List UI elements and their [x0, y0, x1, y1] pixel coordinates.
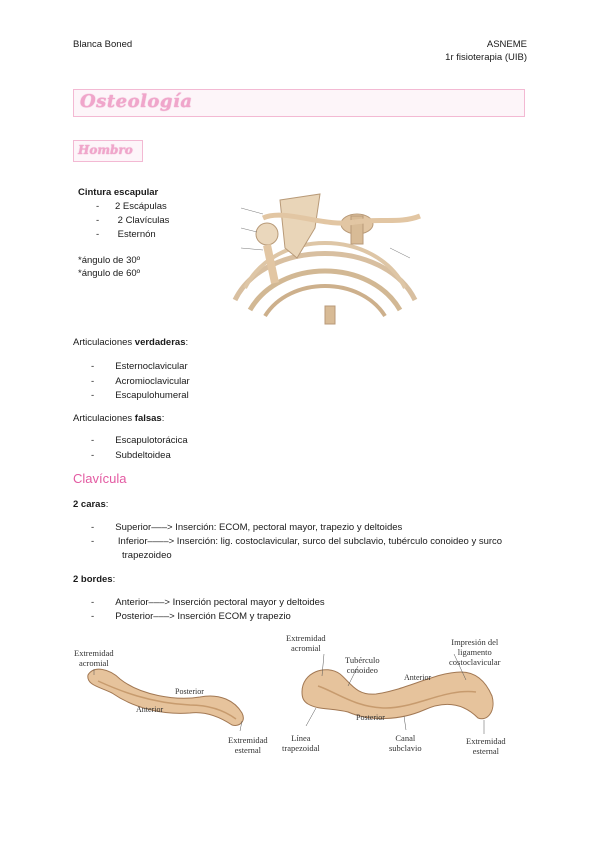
- verdaderas-item-1: - Esternoclavicular: [91, 361, 188, 372]
- clavicula-heading: Clavícula: [73, 471, 127, 486]
- header-author: Blanca Boned: [73, 39, 133, 50]
- cara-inferior: - Inferior––––> Inserción: lig. costocla…: [91, 536, 503, 547]
- falsas-item-1: - Escapulotorácica: [91, 435, 188, 446]
- cintura-note-2: *ángulo de 60º: [78, 268, 141, 279]
- title-box: Osteología: [73, 89, 525, 117]
- header-course: ASNEME: [486, 39, 527, 50]
- fig-right-extremidad-esternal: Extremidad esternal: [466, 736, 506, 756]
- fig-left-posterior: Posterior: [175, 687, 204, 696]
- fig-left-extremidad-esternal: Extremidad esternal: [228, 735, 268, 755]
- fig-right-extremidad-acromial: Extremidad acromial: [286, 633, 326, 653]
- falsas-item-2: - Subdeltoidea: [91, 450, 171, 461]
- fig-left-extremidad-acromial: Extremidad acromial: [74, 648, 114, 668]
- clavicle-figure-left: [87, 668, 244, 732]
- shoulder-girdle-illustration: [205, 188, 445, 330]
- cintura-heading: Cintura escapular: [78, 187, 159, 198]
- header-program: 1r fisioterapia (UIB): [445, 52, 527, 63]
- verdaderas-item-3: - Escapulohumeral: [91, 390, 189, 401]
- borde-anterior: - Anterior–––> Inserción pectoral mayor …: [91, 597, 325, 608]
- fig-left-anterior: Anterior: [136, 705, 164, 714]
- verdaderas-item-2: - Acromioclavicular: [91, 376, 190, 387]
- caras-heading: 2 caras:: [73, 499, 109, 510]
- cintura-note-1: *ángulo de 30º: [78, 255, 141, 266]
- bordes-heading: 2 bordes:: [73, 574, 116, 585]
- header-right: ASNEME 1r fisioterapia (UIB): [445, 38, 527, 64]
- section-box: Hombro: [73, 140, 143, 162]
- verdaderas-heading: Articulaciones verdaderas:: [73, 337, 189, 348]
- cintura-item-2: - 2 Clavículas: [96, 215, 170, 226]
- cara-superior: - Superior–––> Inserción: ECOM, pectoral…: [91, 522, 403, 533]
- cara-inferior-cont: trapezoideo: [122, 550, 172, 561]
- fig-right-anterior: Anterior: [404, 673, 432, 682]
- fig-right-posterior: Posterior: [356, 713, 385, 722]
- fig-right-impresion: Impresión del ligamento costoclavicular: [449, 637, 501, 667]
- falsas-heading: Articulaciones falsas:: [73, 413, 165, 424]
- fig-right-linea-trapezoidal: Línea trapezoidal: [282, 733, 320, 753]
- fig-right-canal-subclavio: Canal subclavio: [389, 733, 422, 753]
- cintura-item-3: - Esternón: [96, 229, 156, 240]
- section-title: Hombro: [78, 143, 133, 157]
- borde-posterior: - Posterior–––> Inserción ECOM y trapezi…: [91, 611, 291, 622]
- page-title: Osteología: [80, 91, 193, 112]
- cintura-item-1: - 2 Escápulas: [96, 201, 167, 212]
- clavicle-figure-right: [301, 653, 494, 734]
- fig-right-tuberculo-conoideo: Tubérculo conoideo: [345, 655, 380, 675]
